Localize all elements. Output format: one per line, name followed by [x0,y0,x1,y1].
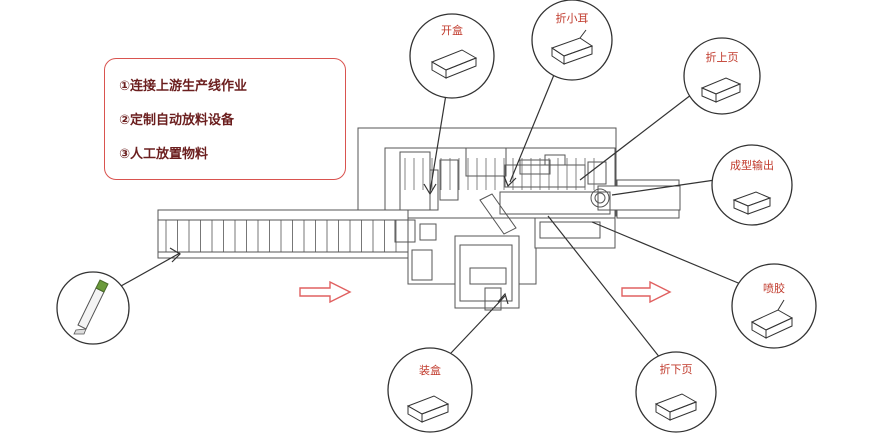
label-output: 成型输出 [730,158,774,172]
label-glue: 喷胶 [763,281,785,295]
feed-options-note: ①连接上游生产线作业 ②定制自动放料设备 ③人工放置物料 [104,58,346,180]
tube-product-icon [73,279,109,335]
label-fold-ear: 折小耳 [556,11,589,25]
callout-glue [731,263,817,349]
carton-top-icon [700,77,742,103]
callout-output [711,144,793,226]
carton-bottom-icon [654,393,698,421]
carton-ear-icon [550,29,594,65]
machine-body [157,127,681,311]
callout-fold-ear [531,0,613,81]
label-fold-bottom: 折下页 [660,362,693,376]
callout-fold-top [683,37,761,115]
label-fold-top: 折上页 [706,50,739,64]
carton-output-icon [732,191,772,215]
leader-arrowheads [169,175,517,305]
note-item-3: ③人工放置物料 [119,147,209,162]
note-item-1: ①连接上游生产线作业 [119,79,248,94]
note-item-2: ②定制自动放料设备 [119,113,235,128]
flow-arrow-right [621,280,672,304]
callout-boxing [387,347,473,433]
machine-details [404,158,595,190]
callout-fold-bottom [635,351,717,433]
carton-glue-icon [750,299,794,339]
label-open-box: 开盒 [441,23,463,37]
flow-arrow-left [299,280,352,304]
carton-boxing-icon [406,395,450,423]
callout-open-box [409,13,495,99]
label-boxing: 装盒 [419,363,441,377]
carton-open-icon [430,49,478,79]
conveyor-slats [165,220,397,252]
callout-product [56,271,130,345]
infeed-conveyor [157,209,409,259]
